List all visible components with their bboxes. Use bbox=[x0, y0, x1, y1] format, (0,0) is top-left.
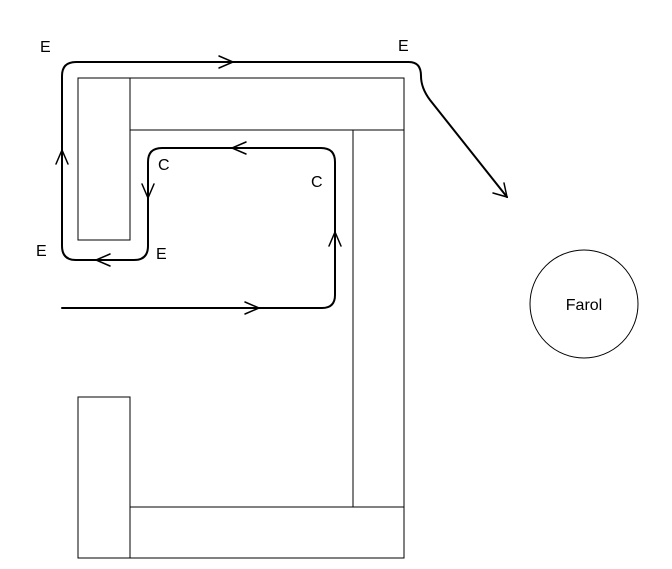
label-e-bottom-left: E bbox=[36, 243, 47, 260]
arrow-left-inner-top bbox=[230, 141, 247, 155]
label-e-bottom-right: E bbox=[156, 246, 167, 263]
arrow-right-top bbox=[218, 55, 235, 69]
arrow-toward-farol bbox=[492, 182, 508, 199]
arrow-right-bottom bbox=[244, 301, 261, 315]
farol-label: Farol bbox=[566, 297, 602, 314]
wall-bottom-bar bbox=[129, 506, 405, 559]
route-path bbox=[61, 61, 508, 309]
farol-circle bbox=[529, 249, 639, 359]
label-e-top-left: E bbox=[40, 39, 51, 56]
wall-right-column bbox=[352, 129, 405, 508]
label-c-left: C bbox=[158, 157, 170, 174]
wall-upper-left-pillar bbox=[77, 77, 131, 241]
wall-top-bar bbox=[129, 77, 405, 131]
arrow-up-left bbox=[55, 148, 69, 165]
arrow-left-bottom bbox=[94, 253, 111, 267]
arrow-up-right bbox=[328, 230, 342, 247]
wall-lower-left-pillar bbox=[77, 396, 131, 559]
label-c-right: C bbox=[311, 174, 323, 191]
arrow-down-inner-left bbox=[141, 183, 155, 200]
label-e-top-right: E bbox=[398, 38, 409, 55]
